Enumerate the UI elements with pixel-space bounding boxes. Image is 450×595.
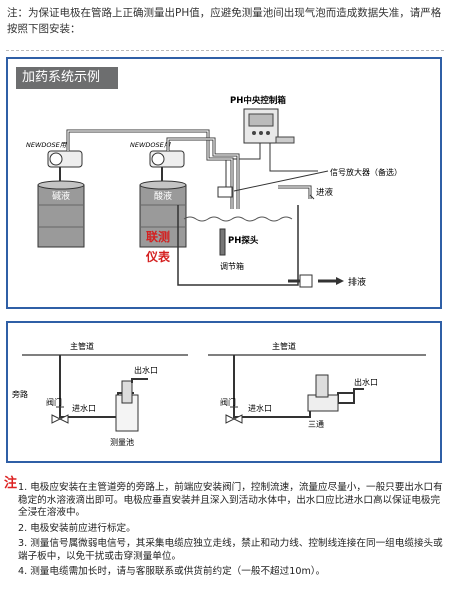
right-inlet-label: 进水口	[248, 403, 272, 413]
left-inlet-label: 进水口	[72, 403, 96, 413]
note-item: 4. 测量电缆需加长时，请与客服联系或供货前约定（一般不超过10m）。	[18, 566, 326, 577]
note-item: 3. 测量信号属微弱电信号，其采集电缆应独立走线，禁止和动力线、控制线连接在同一…	[18, 538, 443, 562]
acid-label: 酸液	[154, 190, 172, 202]
ph-probe	[219, 228, 226, 256]
tank-label: 调节箱	[220, 261, 244, 271]
right-valve-label: 阀门	[220, 397, 236, 407]
alkali-drum	[37, 180, 85, 248]
outlet-valve	[299, 274, 313, 288]
tee-fitting	[307, 374, 339, 412]
diagram-title: 加药系统示例	[16, 67, 118, 89]
watermark-line-2: 仪表	[145, 249, 171, 264]
notes-mark: 注	[4, 476, 18, 491]
tee-label: 三通	[308, 419, 324, 429]
left-main-pipe-label: 主管道	[70, 341, 94, 351]
note-item: 1. 电极应安装在主管道旁的旁路上，前端应安装阀门，控制流速，流量应尽量小，一般…	[18, 482, 443, 518]
left-outlet-label: 出水口	[134, 365, 158, 375]
pump-right-label: NEWDOSE用	[130, 141, 172, 149]
dosing-system-diagram: PH中央控制箱 NEWDOSE用 NEWDOSE用 碱液	[26, 95, 402, 288]
pump-right	[149, 150, 185, 168]
amplifier-label: 信号放大器（备选）	[330, 167, 402, 177]
measuring-cell-label: 测量池	[110, 437, 134, 447]
pump-left-label: NEWDOSE用	[26, 141, 68, 149]
measuring-cell	[115, 380, 139, 432]
installation-notes: 注 1. 电极应安装在主管道旁的旁路上，前端应安装阀门，控制流速，流量应尽量小，…	[4, 477, 444, 582]
watermark-line-1: 联测	[146, 229, 170, 244]
signal-amplifier	[217, 186, 233, 198]
right-outlet-label: 出水口	[354, 377, 378, 387]
outlet-label: 排液	[348, 276, 366, 288]
adjustment-tank	[177, 205, 299, 286]
inlet-label: 进液	[316, 187, 334, 198]
right-main-pipe-label: 主管道	[272, 341, 296, 351]
right-valve	[225, 406, 243, 424]
top-note: 注：为保证电极在管路上正确测量出PH值，应避免测量池间出现气泡而造成数据失准，请…	[7, 7, 442, 35]
probe-label: PH探头	[228, 235, 259, 246]
note-item: 2. 电极安装前应进行标定。	[18, 522, 136, 534]
bypass-installation-frame: 主管道 旁路 阀门 进水口 出水口 测量池 主管道 阀门 进水口 出水口	[6, 321, 442, 463]
pump-left	[47, 150, 83, 168]
control-box	[243, 108, 295, 144]
bypass-installation-diagram: 主管道 旁路 阀门 进水口 出水口 测量池 主管道 阀门 进水口 出水口	[12, 341, 426, 447]
dosing-diagram-frame: 加药系统示例 PH中央控制箱 NEWDOSE用 NEWDOSE用	[6, 57, 442, 309]
alkali-label: 碱液	[52, 190, 70, 202]
left-valve	[51, 406, 69, 424]
left-valve-label: 阀门	[46, 397, 62, 407]
left-bypass-label: 旁路	[12, 389, 28, 399]
divider	[6, 50, 444, 51]
control-box-label: PH中央控制箱	[230, 95, 286, 106]
